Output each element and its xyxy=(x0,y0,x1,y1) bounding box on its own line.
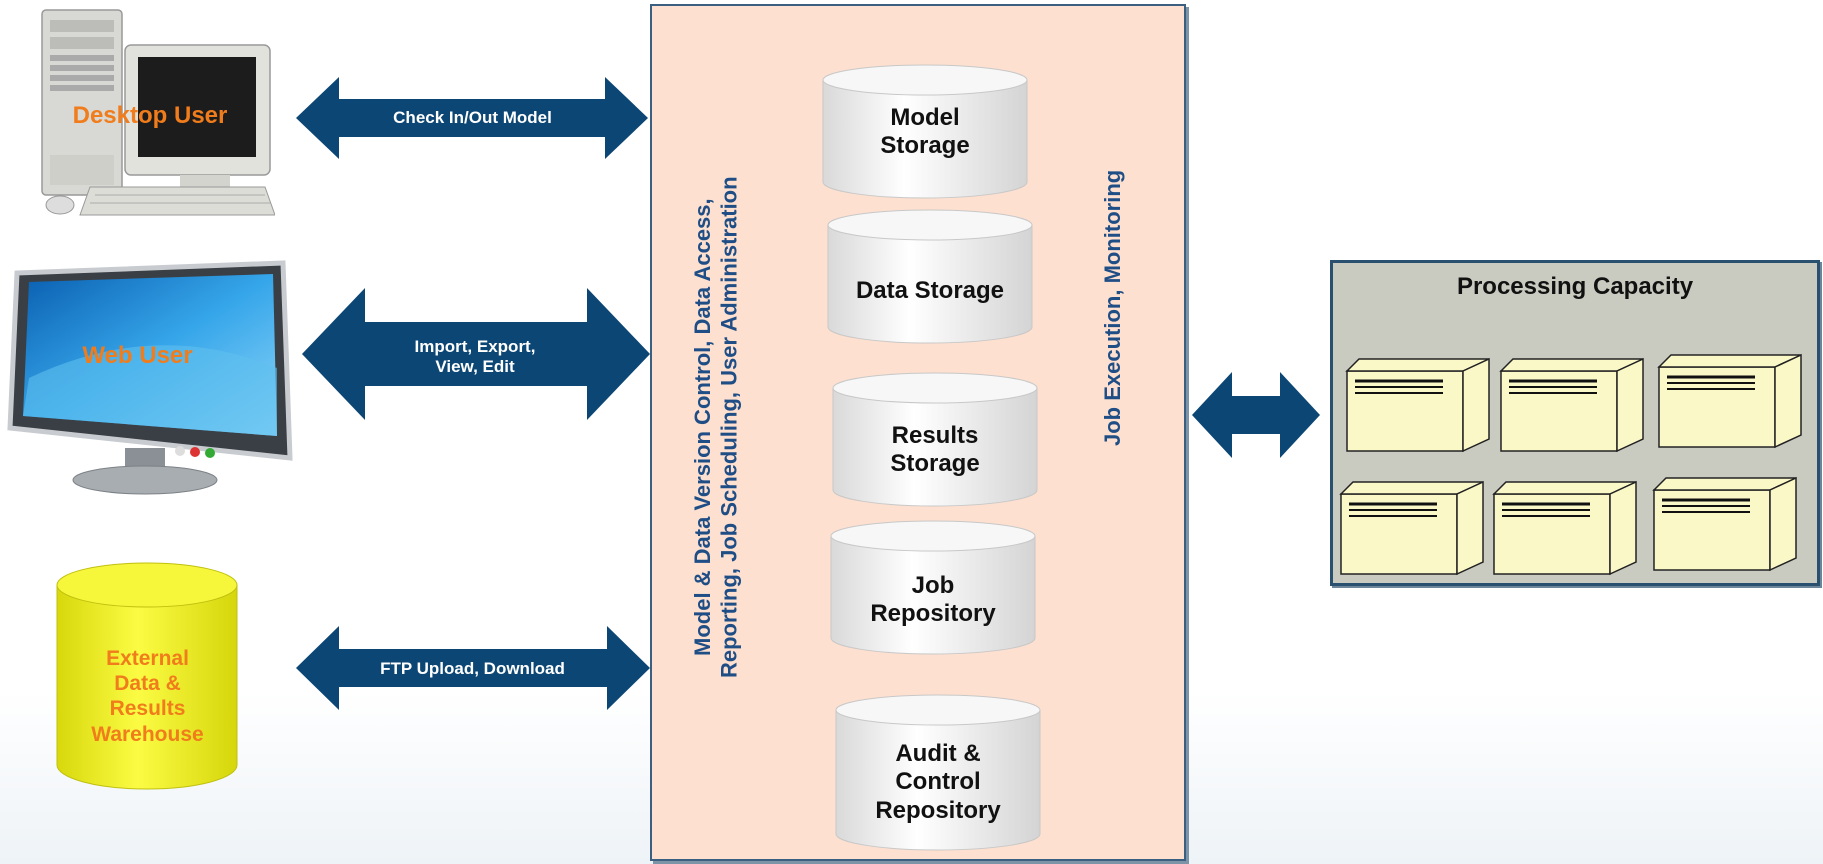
ftp-arrow xyxy=(296,626,650,710)
job-repository-label: Job Repository xyxy=(870,572,996,628)
warehouse-label: External Data & Results Warehouse xyxy=(91,647,204,746)
desktop-user-label: Desktop User xyxy=(72,102,228,129)
audit-control-cylinder: Audit & Control Repository xyxy=(833,692,1043,852)
server-box xyxy=(1490,478,1640,578)
services-vertical-text: Model & Data Version Control, Data Acces… xyxy=(690,176,742,679)
import-export-label: Import, Export, View, Edit xyxy=(414,337,536,376)
check-in-out-label: Check In/Out Model xyxy=(393,108,552,127)
processing-link-arrow xyxy=(1192,372,1320,458)
data-storage-cylinder: Data Storage xyxy=(825,207,1035,345)
audit-control-label: Audit & Control Repository xyxy=(875,740,1001,824)
warehouse-cylinder xyxy=(52,560,242,795)
web-monitor-image xyxy=(5,258,295,498)
server-box xyxy=(1337,478,1487,578)
job-execution-vertical-text: Job Execution, Monitoring xyxy=(1100,169,1125,446)
model-storage-cylinder: Model Storage xyxy=(820,62,1030,200)
import-export-arrow xyxy=(302,288,650,420)
server-box xyxy=(1497,355,1647,455)
ftp-label: FTP Upload, Download xyxy=(380,659,565,678)
data-storage-label: Data Storage xyxy=(855,277,1005,304)
results-storage-label: Results Storage xyxy=(890,422,980,478)
check-in-out-arrow xyxy=(296,77,648,159)
server-box xyxy=(1343,355,1493,455)
server-box xyxy=(1655,351,1805,451)
web-user-label: Web User xyxy=(82,342,193,369)
desktop-computer-image xyxy=(30,5,275,220)
model-storage-label: Model Storage xyxy=(880,104,970,160)
server-box xyxy=(1650,474,1800,574)
job-repository-cylinder: Job Repository xyxy=(828,518,1038,656)
results-storage-cylinder: Results Storage xyxy=(830,370,1040,508)
processing-capacity-title: Processing Capacity xyxy=(1456,273,1694,300)
